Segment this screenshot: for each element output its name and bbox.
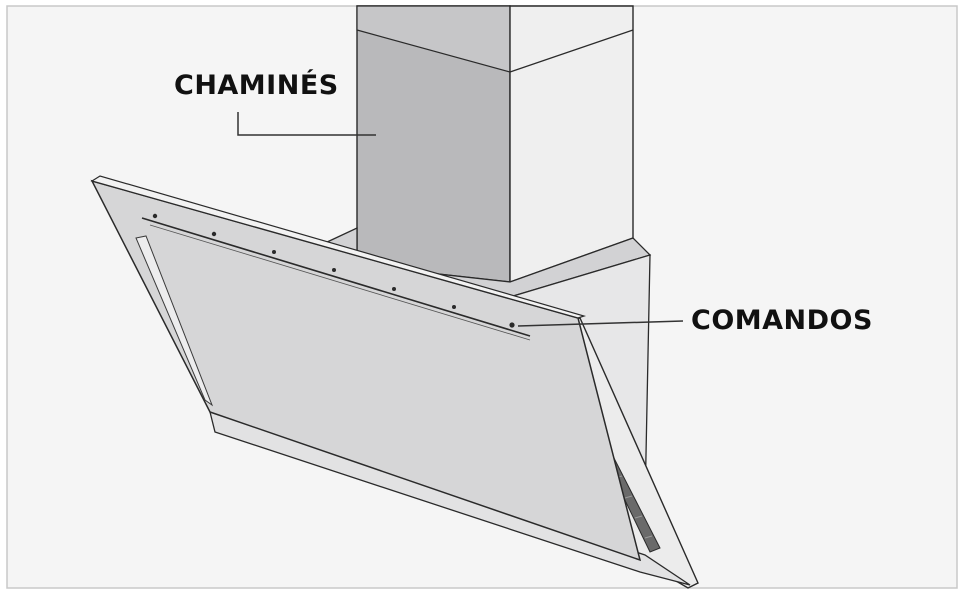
panel-left-edge (135, 235, 214, 407)
leader-line-chimney (237, 112, 376, 136)
label-chimney: CHAMINÉS (174, 70, 339, 101)
panel-top-edge (90, 175, 587, 319)
control-strip-lower (149, 224, 531, 341)
control-button (211, 231, 217, 237)
control-button (392, 287, 396, 291)
label-controls: COMANDOS (691, 305, 873, 336)
control-button (332, 268, 336, 272)
control-button (452, 305, 456, 309)
control-button (272, 250, 276, 254)
control-strip (141, 217, 531, 337)
chimney-side-joint (509, 29, 634, 73)
control-buttons (152, 213, 515, 328)
control-button (152, 213, 158, 219)
control-button (509, 322, 515, 328)
leader-line-controls (517, 320, 684, 327)
chimney-side (509, 5, 634, 283)
